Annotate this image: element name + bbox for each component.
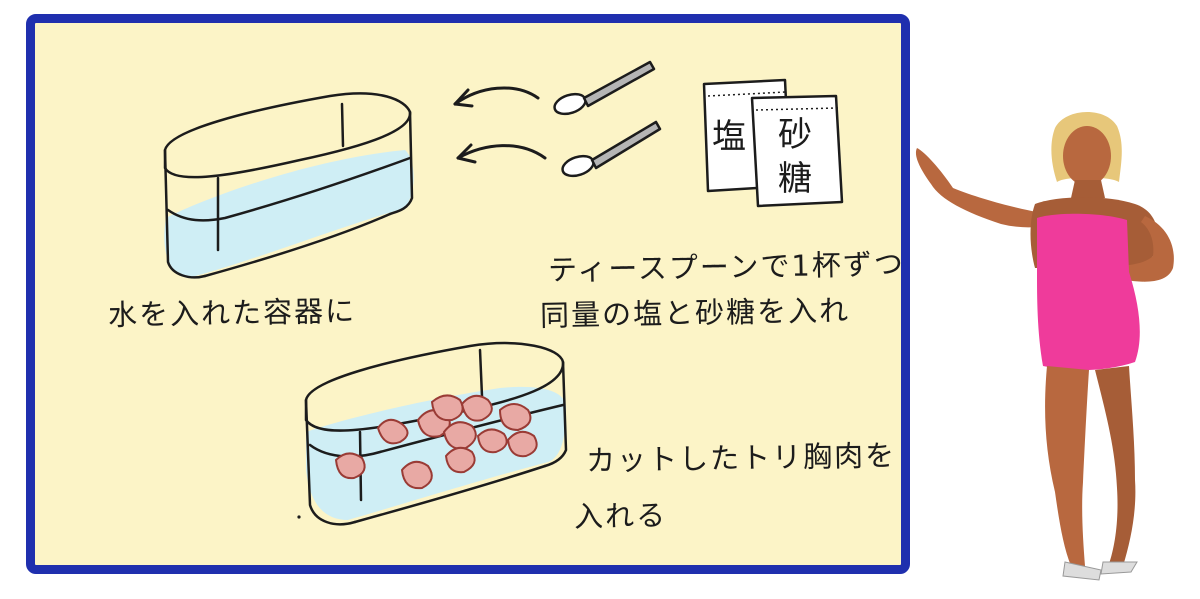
sugar-label-char-1: 砂: [778, 115, 812, 155]
sugar-packet-icon: 砂 糖: [750, 94, 844, 208]
chicken-piece: [430, 394, 464, 422]
presenter-figure: [915, 111, 1174, 581]
arrow-icon: [456, 143, 547, 164]
sugar-label-char-2: 糖: [778, 159, 812, 199]
caption-chicken-line-1: カットしたトリ胸肉を: [585, 438, 897, 478]
caption-teaspoon-line-1: ティースプーンで1杯ずつ: [547, 246, 906, 288]
caption-teaspoon-line-2: 同量の塩と砂糖を入れ: [539, 293, 851, 333]
chicken-pieces: [334, 394, 538, 490]
chicken-piece: [376, 418, 409, 445]
teaspoon-icon: [561, 120, 662, 178]
chicken-piece: [334, 452, 366, 480]
chicken-piece: [460, 394, 493, 422]
chicken-piece: [476, 428, 508, 454]
pen-dot: [297, 515, 301, 519]
caption-water-container: 水を入れた容器に: [107, 293, 357, 333]
arrow-icon: [453, 86, 540, 108]
chicken-piece: [400, 460, 433, 490]
chicken-piece: [444, 446, 476, 474]
pink-dress: [1037, 213, 1140, 371]
teaspoon-icon: [553, 60, 656, 116]
chicken-piece: [498, 403, 532, 432]
caption-chicken-line-2: 入れる: [573, 498, 668, 534]
salt-label: 塩: [712, 117, 746, 157]
chicken-piece: [442, 421, 477, 450]
chicken-piece: [506, 430, 538, 458]
water-container-illustration: [163, 92, 414, 279]
